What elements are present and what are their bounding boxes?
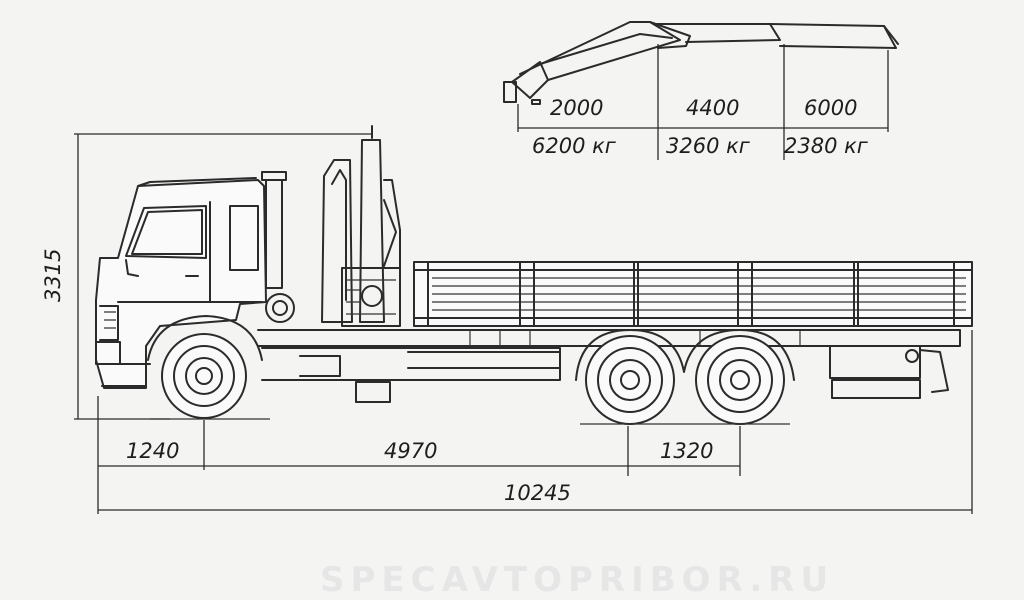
capacity-label-1: 6200 кг: [532, 134, 616, 158]
capacity-label-2: 3260 кг: [666, 134, 750, 158]
wheelbase-label: 4970: [384, 439, 438, 463]
length-dimension-lines: [97, 330, 973, 514]
watermark: SPECAVTOPRIBOR.RU: [320, 560, 835, 600]
height-label: 3315: [41, 248, 65, 302]
truck-side-view: [95, 125, 973, 425]
reach-label-2: 4400: [686, 96, 740, 120]
tandem-spacing-label: 1320: [660, 439, 714, 463]
reach-label-1: 2000: [550, 96, 604, 120]
crane-boom-sketch: [503, 21, 899, 160]
reach-label-3: 6000: [804, 96, 858, 120]
crane-truck-drawing: 2000 4400 6000 6200 кг 3260 кг 2380 кг 3…: [41, 21, 973, 600]
front-overhang-label: 1240: [126, 439, 180, 463]
capacity-label-3: 2380 кг: [784, 134, 868, 158]
overall-length-label: 10245: [504, 481, 571, 505]
technical-drawing: [74, 21, 973, 514]
